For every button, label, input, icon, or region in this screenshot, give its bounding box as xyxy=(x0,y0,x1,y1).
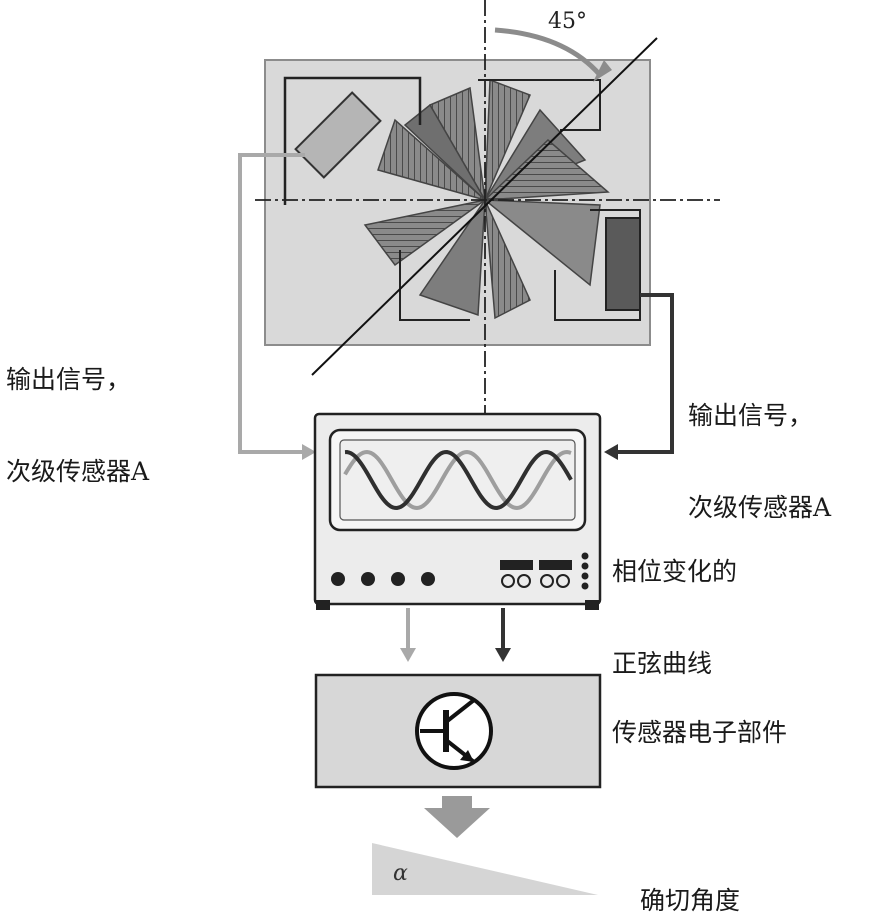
sine-wave-dark xyxy=(344,449,573,511)
secondary-sensor-a-left xyxy=(294,91,382,179)
right-signal-arrowhead xyxy=(604,444,618,460)
oscilloscope-label-line1: 相位变化的 xyxy=(612,557,738,586)
angle-arc-arrow xyxy=(494,27,602,77)
left-housing-outline xyxy=(283,76,422,205)
diagonal-45-line xyxy=(311,37,658,376)
left-signal-label-line1: 输出信号， xyxy=(6,365,132,394)
right-signal-label-line1: 输出信号， xyxy=(688,401,814,430)
top-housing-outline xyxy=(478,79,601,131)
control-panel xyxy=(500,552,589,590)
angle-arrowhead xyxy=(593,60,612,82)
electronics-label: 传感器电子部件 xyxy=(612,718,788,747)
control-knobs xyxy=(331,572,435,586)
result-arrow xyxy=(424,796,490,838)
bottom-housing-outline xyxy=(399,250,470,321)
oscilloscope xyxy=(313,412,602,610)
left-signal-label: 输出信号， 次级传感器A xyxy=(6,304,149,518)
result-label: 确切角度 xyxy=(640,886,741,915)
magnet-rotor xyxy=(363,78,610,320)
right-signal-label: 输出信号， 次级传感器A xyxy=(688,340,831,554)
right-signal-label-line2: 次级传感器A xyxy=(688,492,832,522)
sine-wave-light xyxy=(343,449,572,511)
left-signal-label-line2: 次级传感器A xyxy=(6,456,150,486)
oscilloscope-label: 相位变化的 正弦曲线 xyxy=(612,496,737,710)
right-signal-wire xyxy=(615,293,674,454)
oscilloscope-label-line2: 正弦曲线 xyxy=(612,648,713,678)
secondary-sensor-a-right xyxy=(605,217,641,311)
transistor-icon xyxy=(415,692,493,770)
angle-label: 45° xyxy=(548,9,587,34)
angle-wedge xyxy=(372,843,598,895)
alpha-symbol: α xyxy=(393,861,408,886)
left-signal-arrowhead xyxy=(302,444,316,460)
left-signal-wire xyxy=(238,153,305,454)
right-housing-outline xyxy=(554,209,641,321)
